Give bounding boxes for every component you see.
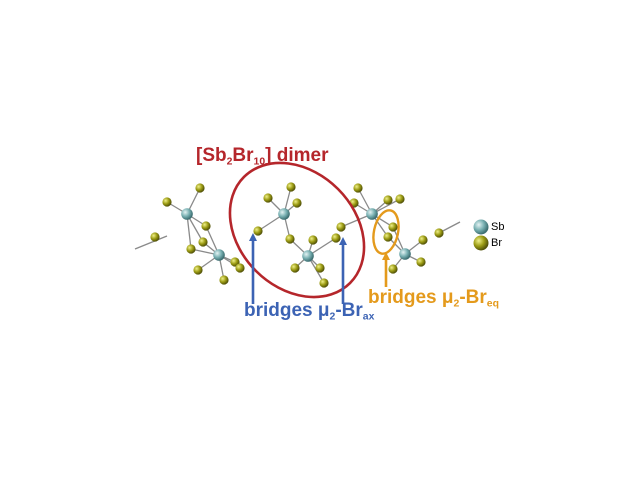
br-atom bbox=[292, 198, 302, 208]
sb-atom bbox=[213, 249, 225, 261]
br-atom bbox=[193, 265, 203, 275]
annotations bbox=[228, 161, 489, 304]
br-atom bbox=[418, 235, 428, 245]
br-atom bbox=[195, 183, 205, 193]
br-atom bbox=[383, 232, 393, 242]
br-atom bbox=[198, 237, 208, 247]
sb-atom bbox=[278, 208, 290, 220]
br-atom bbox=[235, 263, 245, 273]
br-atom bbox=[383, 195, 393, 205]
br-atom bbox=[319, 278, 329, 288]
axial-bridge-label: bridges μ2-Brax bbox=[244, 300, 375, 323]
legend-sb-icon bbox=[473, 219, 489, 235]
br-atom bbox=[388, 264, 398, 274]
br-atom bbox=[336, 222, 346, 232]
br-atom bbox=[395, 194, 405, 204]
legend-sb-label: Sb bbox=[491, 221, 505, 233]
br-atom bbox=[315, 263, 325, 273]
br-atom bbox=[150, 232, 160, 242]
sb-atom bbox=[399, 248, 411, 260]
br-atom bbox=[263, 193, 273, 203]
br-atom bbox=[308, 235, 318, 245]
axial-arrow-right-head bbox=[339, 237, 347, 245]
br-atom bbox=[162, 197, 172, 207]
br-atom bbox=[286, 182, 296, 192]
br-atom bbox=[290, 263, 300, 273]
legend-br-icon bbox=[473, 235, 489, 251]
br-atom bbox=[253, 226, 263, 236]
br-atom bbox=[201, 221, 211, 231]
br-atom bbox=[219, 275, 229, 285]
atoms bbox=[150, 182, 444, 288]
sb-br-bond bbox=[186, 213, 192, 250]
sb-atom bbox=[366, 208, 378, 220]
chain-end-bond-left bbox=[134, 235, 168, 250]
equatorial-bridge-label: bridges μ2-Breq bbox=[368, 287, 499, 310]
equatorial-arrow-head bbox=[382, 252, 390, 260]
equatorial-ellipse bbox=[372, 209, 400, 255]
axial-arrow-left-head bbox=[249, 233, 257, 241]
br-atom bbox=[331, 233, 341, 243]
br-atom bbox=[285, 234, 295, 244]
dimer-label: [Sb2Br10] dimer bbox=[196, 145, 329, 168]
br-atom bbox=[416, 257, 426, 267]
legend-br-label: Br bbox=[491, 237, 502, 249]
sb-atom bbox=[181, 208, 193, 220]
br-atom bbox=[434, 228, 444, 238]
br-atom bbox=[186, 244, 196, 254]
dimer-ellipse bbox=[228, 161, 366, 299]
sb-atom bbox=[302, 250, 314, 262]
br-atom bbox=[353, 183, 363, 193]
br-atom bbox=[388, 222, 398, 232]
